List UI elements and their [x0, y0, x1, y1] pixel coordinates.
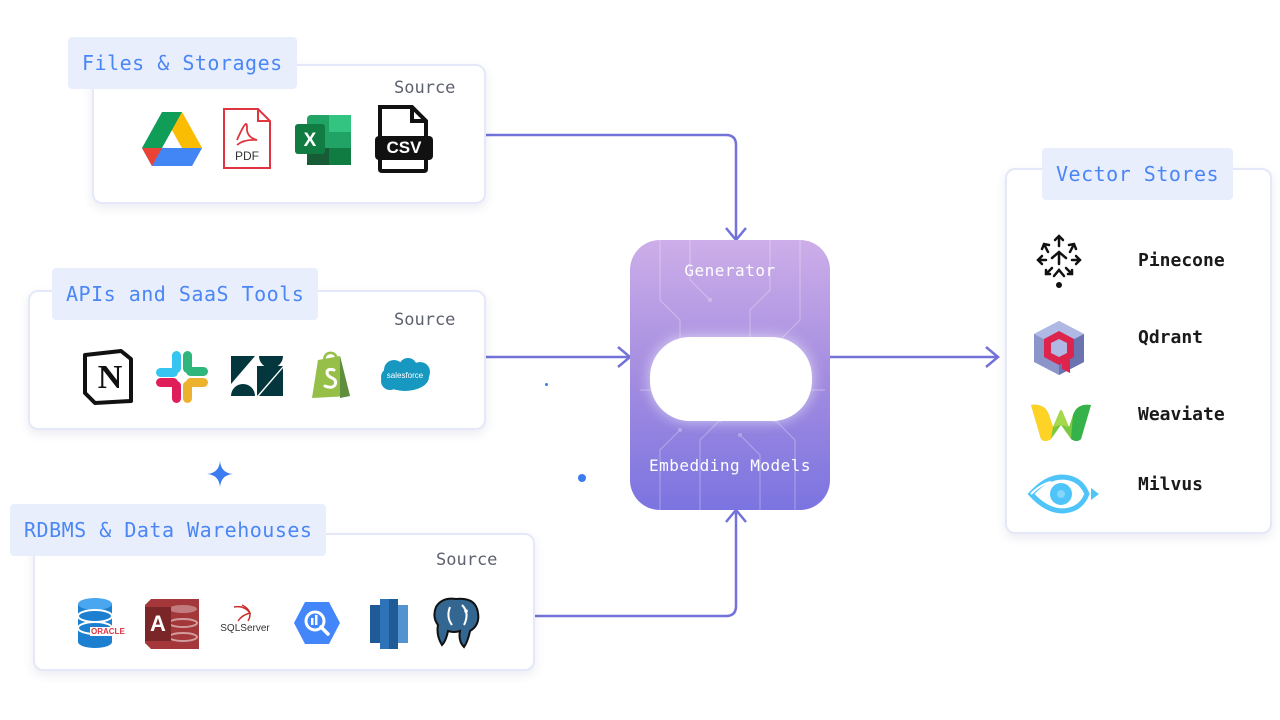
notion-text: N	[97, 359, 123, 396]
bigquery-icon	[294, 602, 340, 644]
sqlserver-icon: SQLServer	[220, 603, 270, 643]
pdf-icon: PDF	[222, 107, 272, 170]
generator-title: Generator	[684, 261, 776, 280]
salesforce-icon: salesforce	[378, 357, 432, 395]
generator-subtitle: Embedding Models	[648, 456, 812, 475]
csv-icon: CSV	[372, 105, 436, 173]
source-label: Source	[436, 550, 498, 570]
notion-icon: N	[81, 349, 135, 405]
sparkle-icon	[207, 461, 233, 487]
apis-saas-title: APIs and SaaS Tools	[52, 268, 319, 320]
vector-store-label: Pinecone	[1138, 250, 1225, 271]
vector-store-label: Weaviate	[1138, 404, 1225, 425]
files-storages-title: Files & Storages	[68, 37, 297, 89]
redshift-icon	[370, 599, 408, 649]
google-drive-icon	[142, 112, 202, 166]
sqlserver-text: SQLServer	[220, 623, 270, 634]
generator-box: Generator Embedding Models	[630, 240, 830, 510]
access-text: A	[150, 611, 166, 636]
pinecone-icon	[1036, 234, 1082, 288]
oracle-icon: ORACLE	[74, 596, 126, 648]
milvus-icon	[1027, 474, 1099, 514]
decorative-dot	[545, 383, 548, 386]
vector-store-label: Qdrant	[1138, 327, 1204, 348]
postgresql-icon	[433, 597, 480, 649]
source-label: Source	[394, 78, 456, 98]
vector-stores-title: Vector Stores	[1042, 148, 1234, 200]
source-label: Source	[394, 310, 456, 330]
weaviate-icon	[1031, 404, 1091, 441]
excel-icon: X	[295, 115, 351, 165]
rdbms-title: RDBMS & Data Warehouses	[10, 504, 327, 556]
generator-core	[650, 337, 812, 421]
oracle-text: ORACLE	[90, 627, 126, 636]
salesforce-text: salesforce	[386, 371, 424, 380]
svg-text:X: X	[304, 130, 317, 151]
vector-store-label: Milvus	[1138, 474, 1204, 495]
zendesk-icon	[231, 356, 283, 396]
csv-text: CSV	[386, 138, 422, 157]
pdf-text: PDF	[235, 149, 259, 163]
access-icon: A	[143, 597, 201, 651]
shopify-icon	[312, 351, 350, 398]
qdrant-icon	[1034, 321, 1084, 375]
slack-icon	[156, 351, 208, 403]
connector-rdbms-to-generator	[532, 512, 738, 618]
decorative-dot	[578, 474, 586, 482]
connector-files-to-generator	[484, 133, 738, 238]
